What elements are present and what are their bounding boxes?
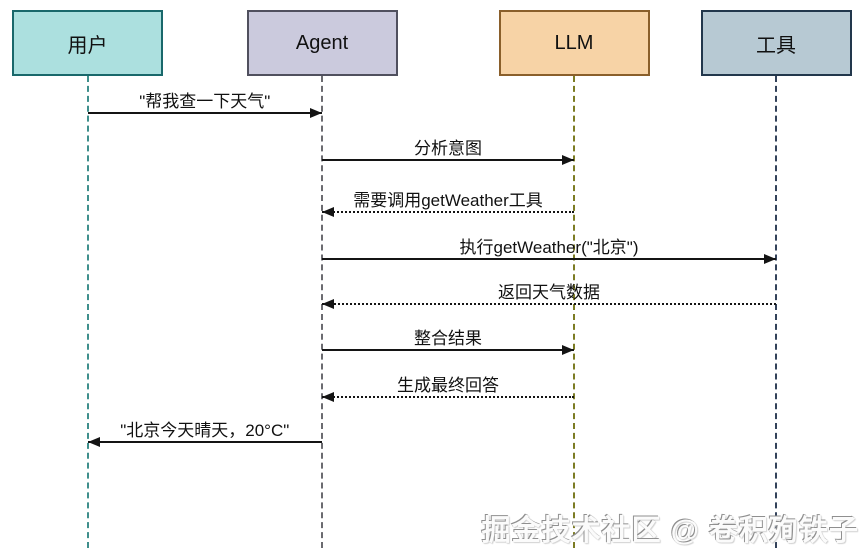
arrowhead-icon (562, 345, 574, 355)
arrowhead-icon (322, 207, 334, 217)
message-label: 整合结果 (414, 329, 482, 348)
watermark-text: 掘金技术社区 @ 卷积殉铁子 (481, 515, 859, 547)
message-line-llm-to-agent (322, 396, 574, 398)
message-label: 需要调用getWeather工具 (353, 191, 543, 210)
actor-box-agent: Agent (246, 10, 398, 76)
message-label: "帮我查一下天气" (139, 92, 271, 111)
message-line-agent-to-tool (322, 258, 776, 260)
message-label: 生成最终回答 (397, 376, 499, 395)
actor-label-user: 用户 (67, 34, 108, 57)
arrowhead-icon (87, 437, 100, 447)
lifeline-user (86, 76, 89, 548)
actor-label-tool: 工具 (756, 34, 796, 57)
arrowhead-icon (764, 254, 776, 264)
message-line-agent-to-llm (322, 159, 574, 161)
arrowhead-icon (562, 155, 574, 165)
actor-box-llm: LLM (498, 10, 650, 76)
message-label: "北京今天晴天，20°C" (120, 421, 290, 440)
message-line-agent-to-llm (322, 349, 574, 351)
actor-label-llm: LLM (554, 31, 594, 54)
arrowhead-icon (310, 108, 322, 118)
message-line-llm-to-agent (322, 211, 574, 213)
actor-box-user: 用户 (12, 10, 163, 76)
actor-label-agent: Agent (295, 31, 349, 54)
arrowhead-icon (322, 299, 334, 309)
actor-box-tool: 工具 (700, 10, 852, 76)
message-line-agent-to-user (87, 441, 322, 443)
message-label: 分析意图 (414, 139, 482, 158)
arrowhead-icon (322, 392, 334, 402)
lifeline-llm (573, 76, 575, 548)
lifeline-tool (775, 76, 777, 548)
message-label: 返回天气数据 (498, 283, 600, 302)
message-label: 执行getWeather("北京") (459, 238, 639, 257)
message-line-tool-to-agent (322, 303, 776, 305)
message-line-user-to-agent (87, 112, 322, 114)
lifeline-agent (321, 76, 323, 548)
